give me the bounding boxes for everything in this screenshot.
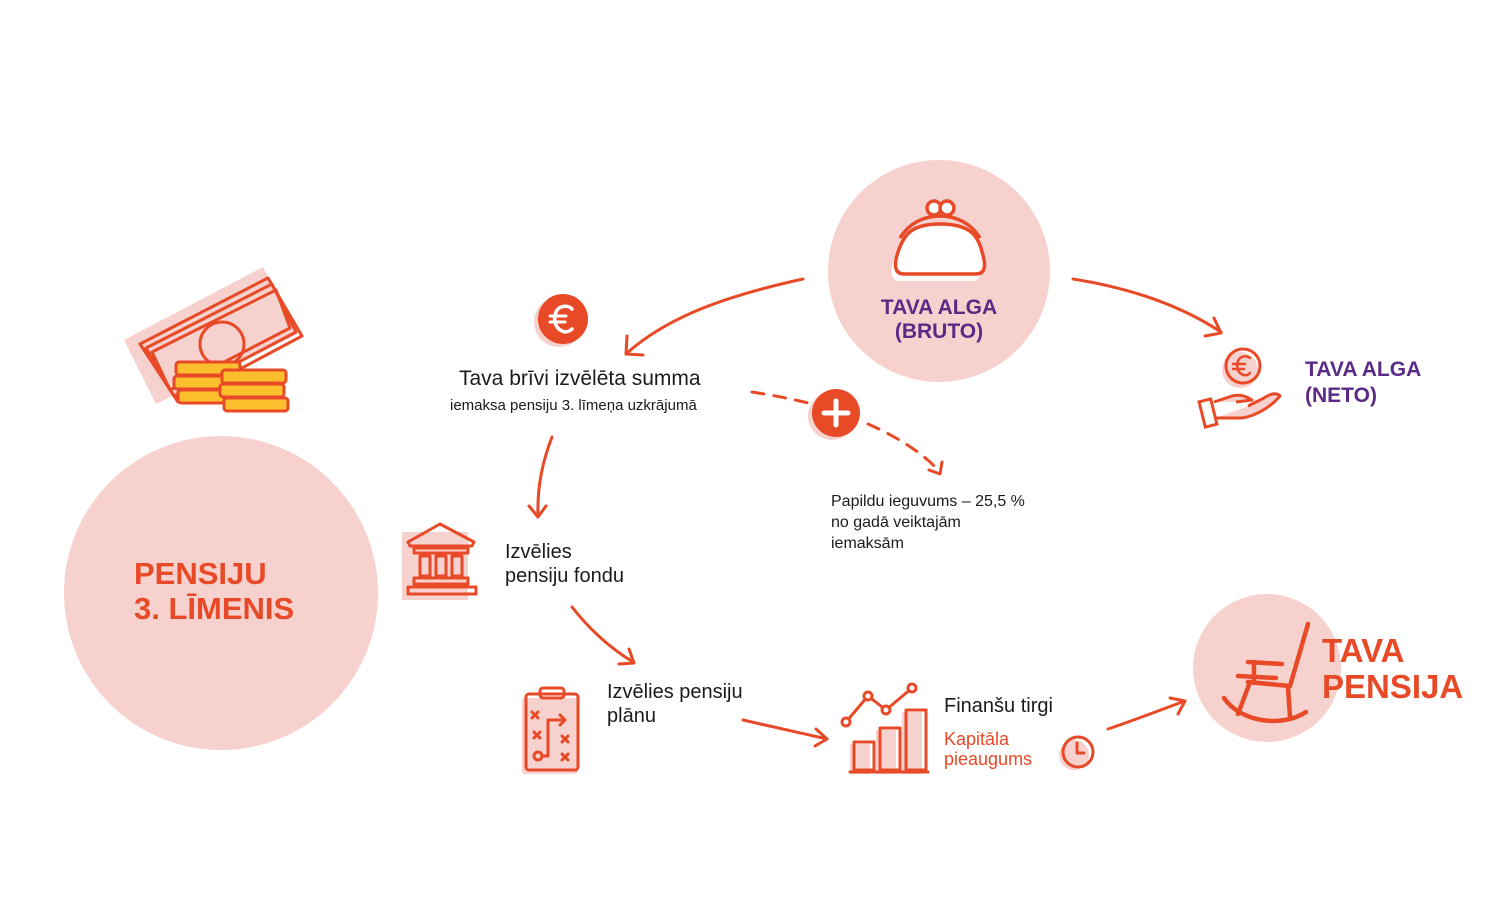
arrow-plan-to-markets bbox=[741, 718, 829, 741]
markets-title: Finanšu tirgi bbox=[944, 695, 1053, 717]
arrow-contribution-to-fund-head bbox=[527, 504, 548, 519]
euro-icon bbox=[534, 294, 588, 347]
fund-line1: Izvēlies bbox=[505, 541, 572, 563]
hand-euro-icon bbox=[1197, 347, 1282, 429]
markets-subtitle: Kapitāla pieaugums bbox=[944, 729, 1033, 770]
arrow-plan-to-markets-head bbox=[813, 727, 829, 748]
arrow-gross-to-net-head bbox=[1203, 316, 1223, 338]
arrow-contribution-to-bonus-2 bbox=[866, 422, 942, 474]
net-salary-line2: (NETO) bbox=[1305, 384, 1377, 408]
arrow-markets-to-pension bbox=[1106, 699, 1187, 731]
money-coins-icon bbox=[124, 267, 304, 413]
arrow-contribution-to-fund bbox=[536, 435, 554, 517]
net-salary-line1: TAVA ALGA bbox=[1305, 358, 1422, 381]
contribution-title: Tava brīvi izvēlēta summa bbox=[459, 367, 701, 390]
arrow-markets-to-pension-head bbox=[1168, 696, 1187, 716]
markets-sub1: Kapitāla bbox=[944, 729, 1010, 749]
plan-line1: Izvēlies pensiju bbox=[607, 681, 743, 703]
plus-icon bbox=[808, 389, 860, 440]
arrow-gross-to-contribution bbox=[625, 277, 805, 355]
plan-line2: plānu bbox=[607, 705, 656, 728]
purse-icon bbox=[891, 199, 987, 281]
arrow-fund-to-plan bbox=[570, 605, 635, 664]
bank-icon bbox=[402, 522, 478, 600]
pension-line1: TAVA bbox=[1322, 632, 1405, 669]
bonus-line2: no gadā veiktajām bbox=[831, 513, 961, 531]
clock-icon bbox=[1059, 735, 1095, 770]
net-salary-label: TAVA ALGA (NETO) bbox=[1305, 357, 1421, 410]
arrow-gross-to-contribution-head bbox=[624, 334, 645, 357]
markets-sub2: pieaugums bbox=[944, 748, 1033, 769]
fund-line2: pensiju fondu bbox=[505, 565, 624, 588]
gross-salary-line1: TAVA ALGA bbox=[880, 296, 998, 319]
growth-chart-icon bbox=[840, 682, 930, 774]
pension-line2: PENSIJA bbox=[1322, 668, 1464, 706]
pillar-title: PENSIJU 3. LĪMENIS bbox=[134, 556, 295, 626]
gross-salary-line2: (BRUTO) bbox=[894, 319, 984, 343]
clipboard-plan-icon bbox=[522, 686, 580, 774]
contribution-subtitle: iemaksa pensiju 3. līmeņa uzkrājumā bbox=[450, 397, 697, 414]
arrow-fund-to-plan-head bbox=[617, 647, 636, 666]
bonus-line1: Papildu ieguvums – 25,5 % bbox=[831, 493, 1025, 510]
gross-salary-label: TAVA ALGA (BRUTO) bbox=[872, 296, 1006, 343]
bonus-line3: iemaksām bbox=[831, 534, 904, 552]
pension-circle bbox=[1193, 594, 1341, 742]
pillar-circle bbox=[64, 436, 378, 750]
arrow-gross-to-net bbox=[1071, 277, 1223, 334]
bonus-text: Papildu ieguvums – 25,5 % no gadā veikta… bbox=[831, 492, 1025, 554]
rocking-chair-icon bbox=[1221, 621, 1311, 724]
fund-label: Izvēlies pensiju fondu bbox=[505, 540, 624, 589]
pension-label: TAVA PENSIJA bbox=[1322, 632, 1464, 706]
pillar-line1: PENSIJU bbox=[134, 556, 267, 591]
pillar-line2: 3. LĪMENIS bbox=[134, 590, 295, 626]
arrow-contribution-to-bonus-head bbox=[927, 460, 944, 476]
plan-label: Izvēlies pensiju plānu bbox=[607, 680, 743, 729]
